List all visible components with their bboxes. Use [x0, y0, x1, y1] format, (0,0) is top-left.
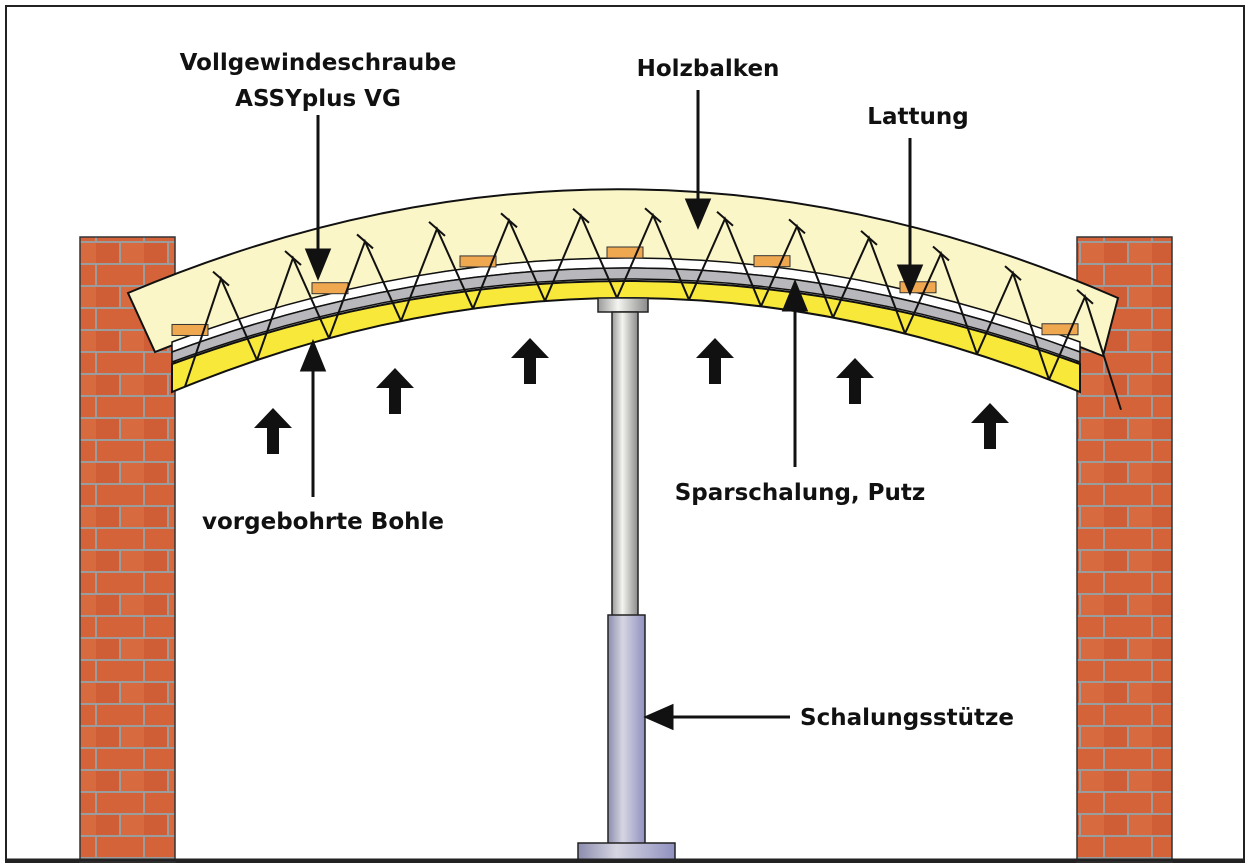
plank-layer — [171, 280, 1081, 394]
label-plank: vorgebohrte Bohle — [202, 509, 444, 535]
batten — [459, 255, 497, 268]
prop-inner-tube — [611, 311, 639, 617]
label-prop: Schalungsstütze — [800, 705, 1014, 731]
batten — [606, 246, 644, 259]
label-screw-line1: Vollgewindeschraube — [180, 50, 457, 76]
batten — [753, 255, 791, 268]
screw-head — [1076, 289, 1094, 305]
arrowhead-icon — [896, 264, 924, 296]
screw-head — [428, 221, 446, 237]
arrowhead-icon — [643, 703, 674, 731]
arrowhead-icon — [299, 339, 327, 372]
screw-head — [212, 270, 230, 287]
up-arrow-icon — [971, 403, 1009, 449]
battens — [171, 246, 1079, 336]
load-arrows — [254, 338, 1009, 454]
screw-head — [716, 211, 734, 227]
screw-head — [932, 245, 950, 262]
sheathing-layer — [171, 267, 1081, 364]
label-screw-line2: ASSYplus VG — [235, 86, 401, 112]
screw-head — [572, 208, 590, 224]
prop-head-plate — [597, 297, 649, 313]
screw-head — [284, 250, 302, 266]
prop-outer-tube — [607, 614, 646, 846]
full-thread-screws — [184, 207, 1122, 411]
up-arrow-icon — [376, 368, 414, 414]
batten — [899, 281, 937, 294]
formwork-prop — [577, 297, 676, 861]
up-arrow-icon — [254, 408, 292, 454]
batten — [171, 323, 209, 336]
label-beam: Holzbalken — [637, 56, 780, 82]
batten — [311, 282, 349, 295]
screw-head — [860, 230, 878, 246]
label-batten: Lattung — [867, 104, 968, 130]
screw-head — [644, 207, 662, 224]
label-sheathing: Sparschalung, Putz — [675, 480, 926, 506]
arrowhead-icon — [304, 248, 332, 281]
arrowhead-icon — [684, 198, 712, 230]
arrowhead-icon — [781, 279, 809, 312]
screw-head — [1004, 265, 1022, 281]
screw-head — [500, 212, 518, 229]
up-arrow-icon — [836, 358, 874, 404]
up-arrow-icon — [511, 338, 549, 384]
prop-base-plate — [577, 842, 676, 861]
screw-head — [356, 233, 374, 250]
batten — [1041, 323, 1079, 336]
up-arrow-icon — [696, 338, 734, 384]
screw-head — [788, 218, 806, 235]
